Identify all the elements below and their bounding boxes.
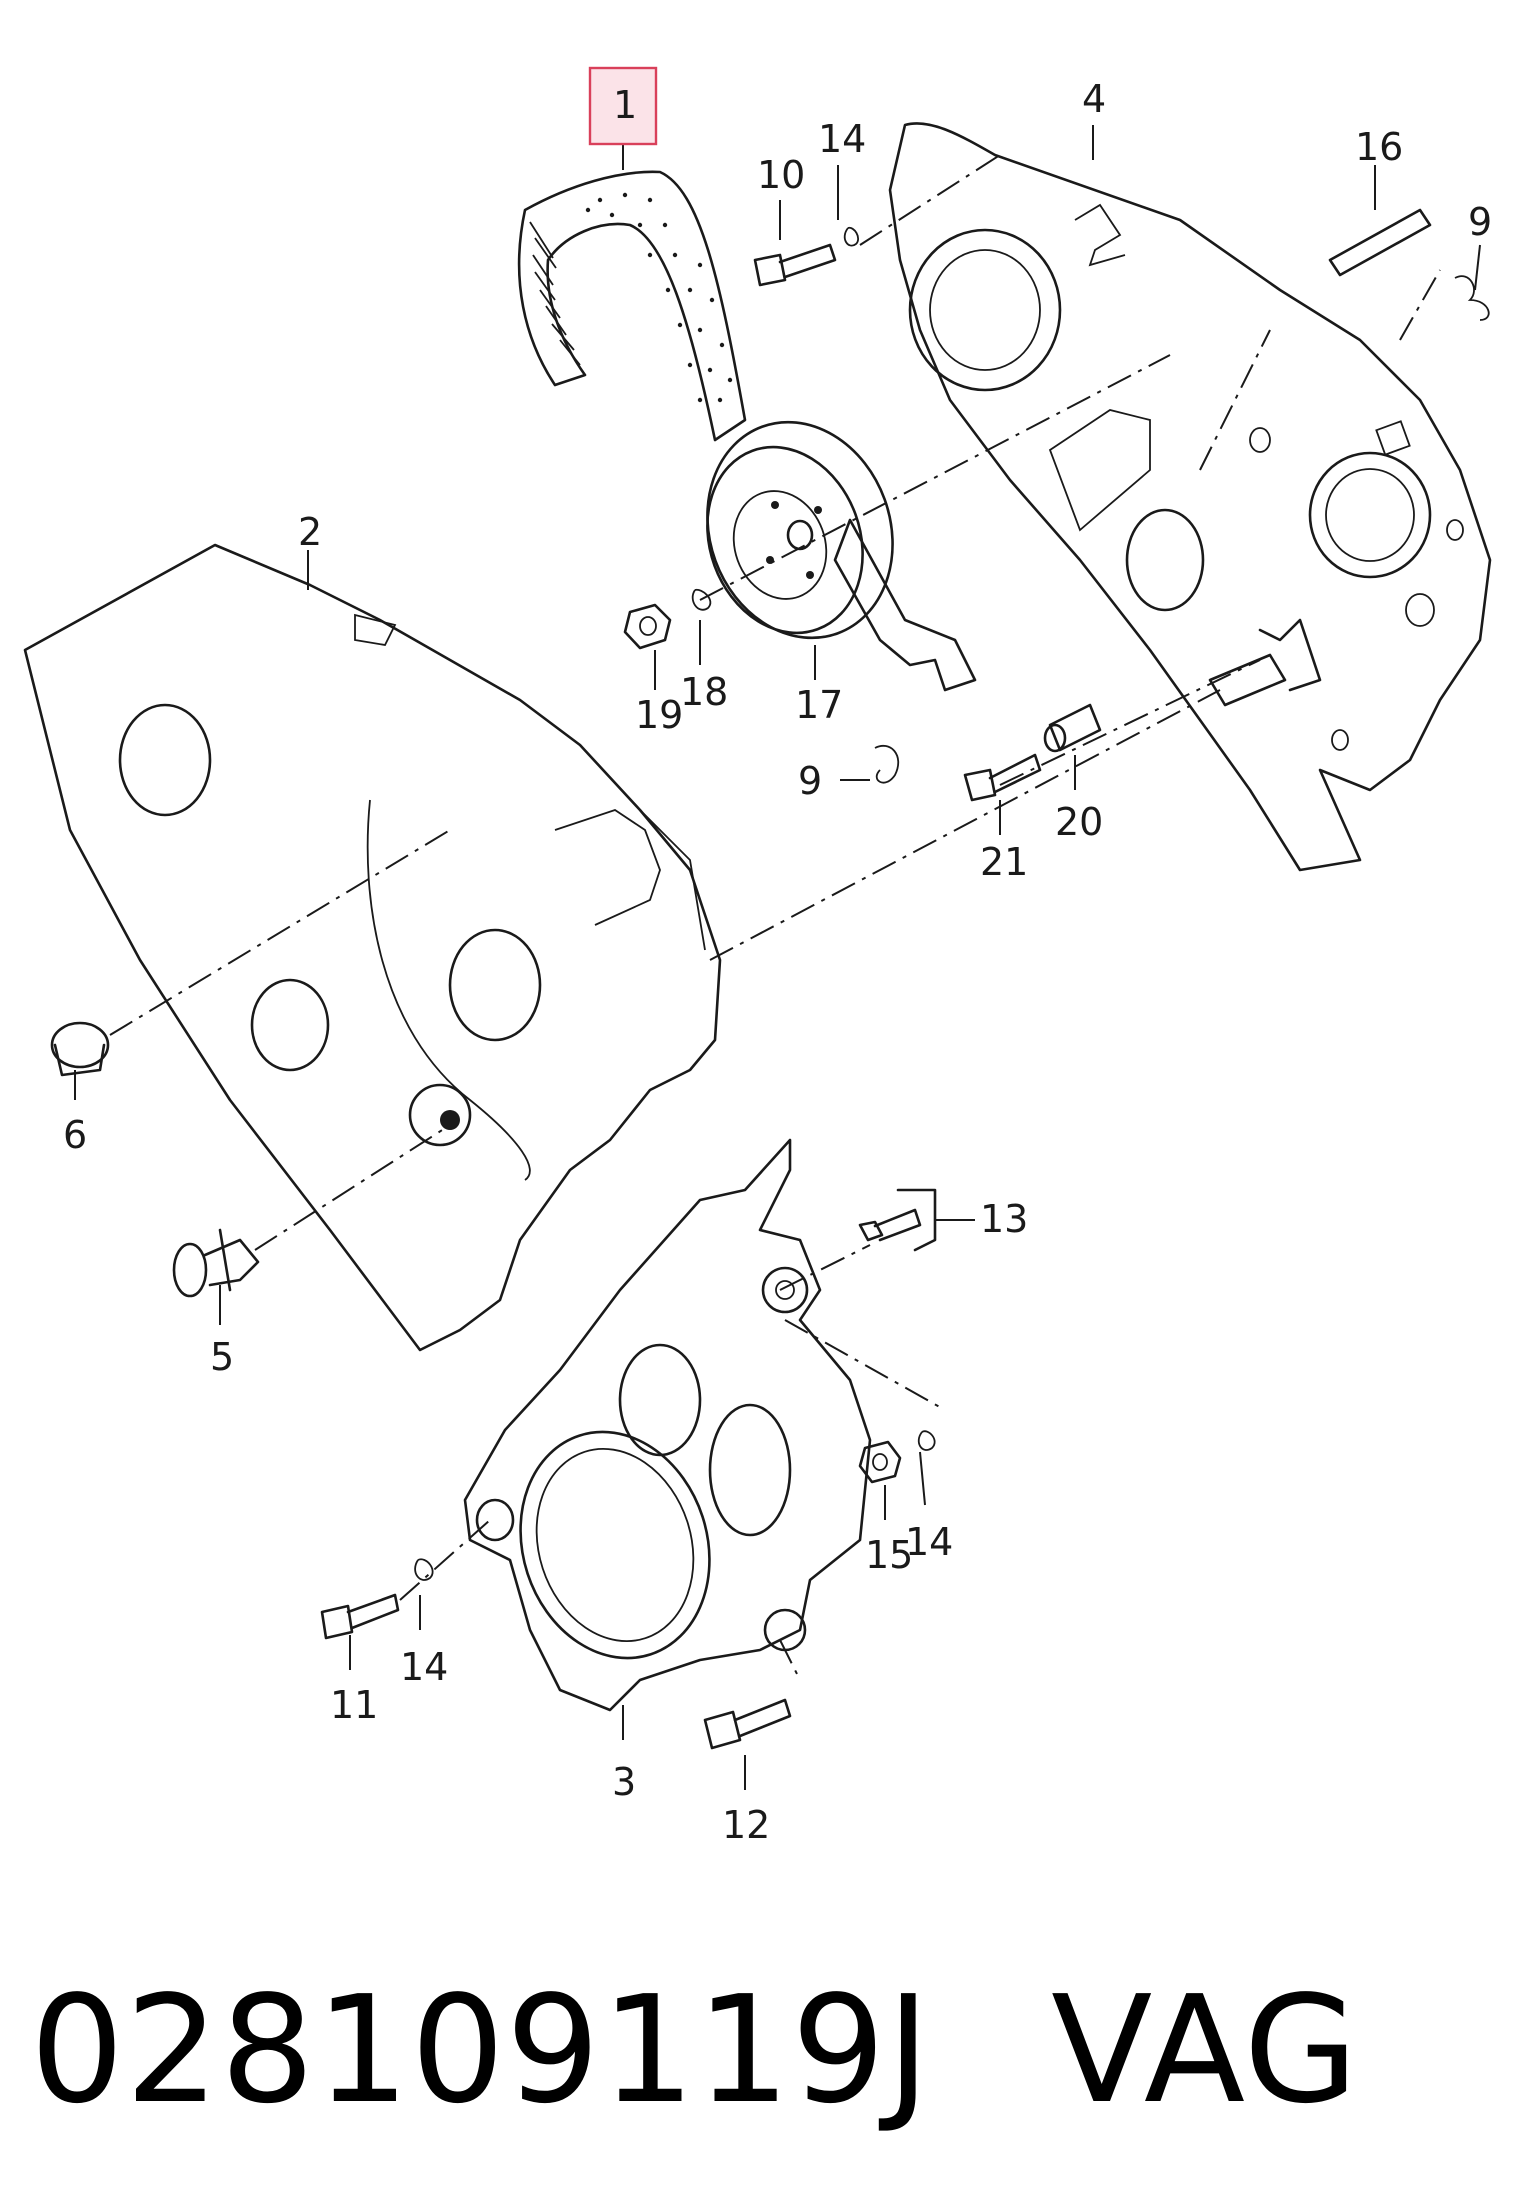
callout-9-right: 9 (1468, 200, 1492, 244)
callout-5: 5 (210, 1335, 234, 1379)
callout-13: 13 (980, 1197, 1028, 1241)
callout-12: 12 (722, 1803, 770, 1847)
bolt-21 (963, 753, 1042, 802)
callout-3: 3 (612, 1760, 636, 1804)
callout-14-top: 14 (818, 117, 866, 161)
callout-14-right: 14 (905, 1520, 953, 1564)
callout-6: 6 (63, 1113, 87, 1157)
clip-9-right (1454, 275, 1490, 321)
callout-4: 4 (1082, 77, 1106, 121)
callout-21: 21 (980, 840, 1028, 884)
rivet-6 (50, 1021, 110, 1077)
washer-18 (691, 588, 712, 611)
callout-15: 15 (865, 1533, 913, 1577)
bolt-11 (320, 1593, 400, 1640)
clip-5 (172, 1228, 260, 1298)
bolt-13 (858, 1188, 937, 1252)
upper-timing-cover (23, 543, 722, 1352)
callout-1: 1 (613, 83, 637, 127)
callout-16: 16 (1355, 125, 1403, 169)
callout-9-left: 9 (798, 759, 822, 803)
clip-9-left (874, 745, 900, 784)
exploded-parts-diagram: 1 2 3 4 5 6 9 9 10 11 12 13 14 14 14 15 … (23, 66, 1492, 1847)
spacer-20 (1043, 653, 1287, 753)
nut-19 (623, 603, 672, 650)
callout-19: 19 (635, 693, 683, 737)
brand-name: VAG (1051, 1964, 1360, 2136)
bolt-10 (753, 243, 837, 287)
lower-timing-cover (463, 1138, 872, 1712)
part-number: 028109119J (30, 1964, 932, 2136)
belt-texture-dots (585, 192, 733, 403)
callout-10: 10 (757, 153, 805, 197)
nut-15 (858, 1440, 902, 1484)
callout-leader-lines (74, 125, 1481, 1790)
callout-14-left: 14 (400, 1645, 448, 1689)
washer-14-top (843, 226, 860, 247)
timing-belt (517, 170, 747, 442)
rear-timing-cover (888, 122, 1492, 872)
callout-20: 20 (1055, 800, 1103, 844)
callout-17: 17 (795, 683, 843, 727)
callout-18: 18 (680, 670, 728, 714)
callout-11: 11 (330, 1683, 378, 1727)
bolt-12 (703, 1698, 792, 1750)
callout-highlight-box (588, 66, 658, 146)
washer-14-right (917, 1430, 936, 1451)
washer-14-left (414, 1558, 434, 1581)
callout-2: 2 (298, 510, 322, 554)
part-number-caption: 028109119J VAG (30, 1955, 1510, 2145)
assembly-axis-lines (109, 154, 1441, 1681)
tensioner-pulley (706, 420, 977, 692)
stud-16 (1328, 208, 1432, 277)
